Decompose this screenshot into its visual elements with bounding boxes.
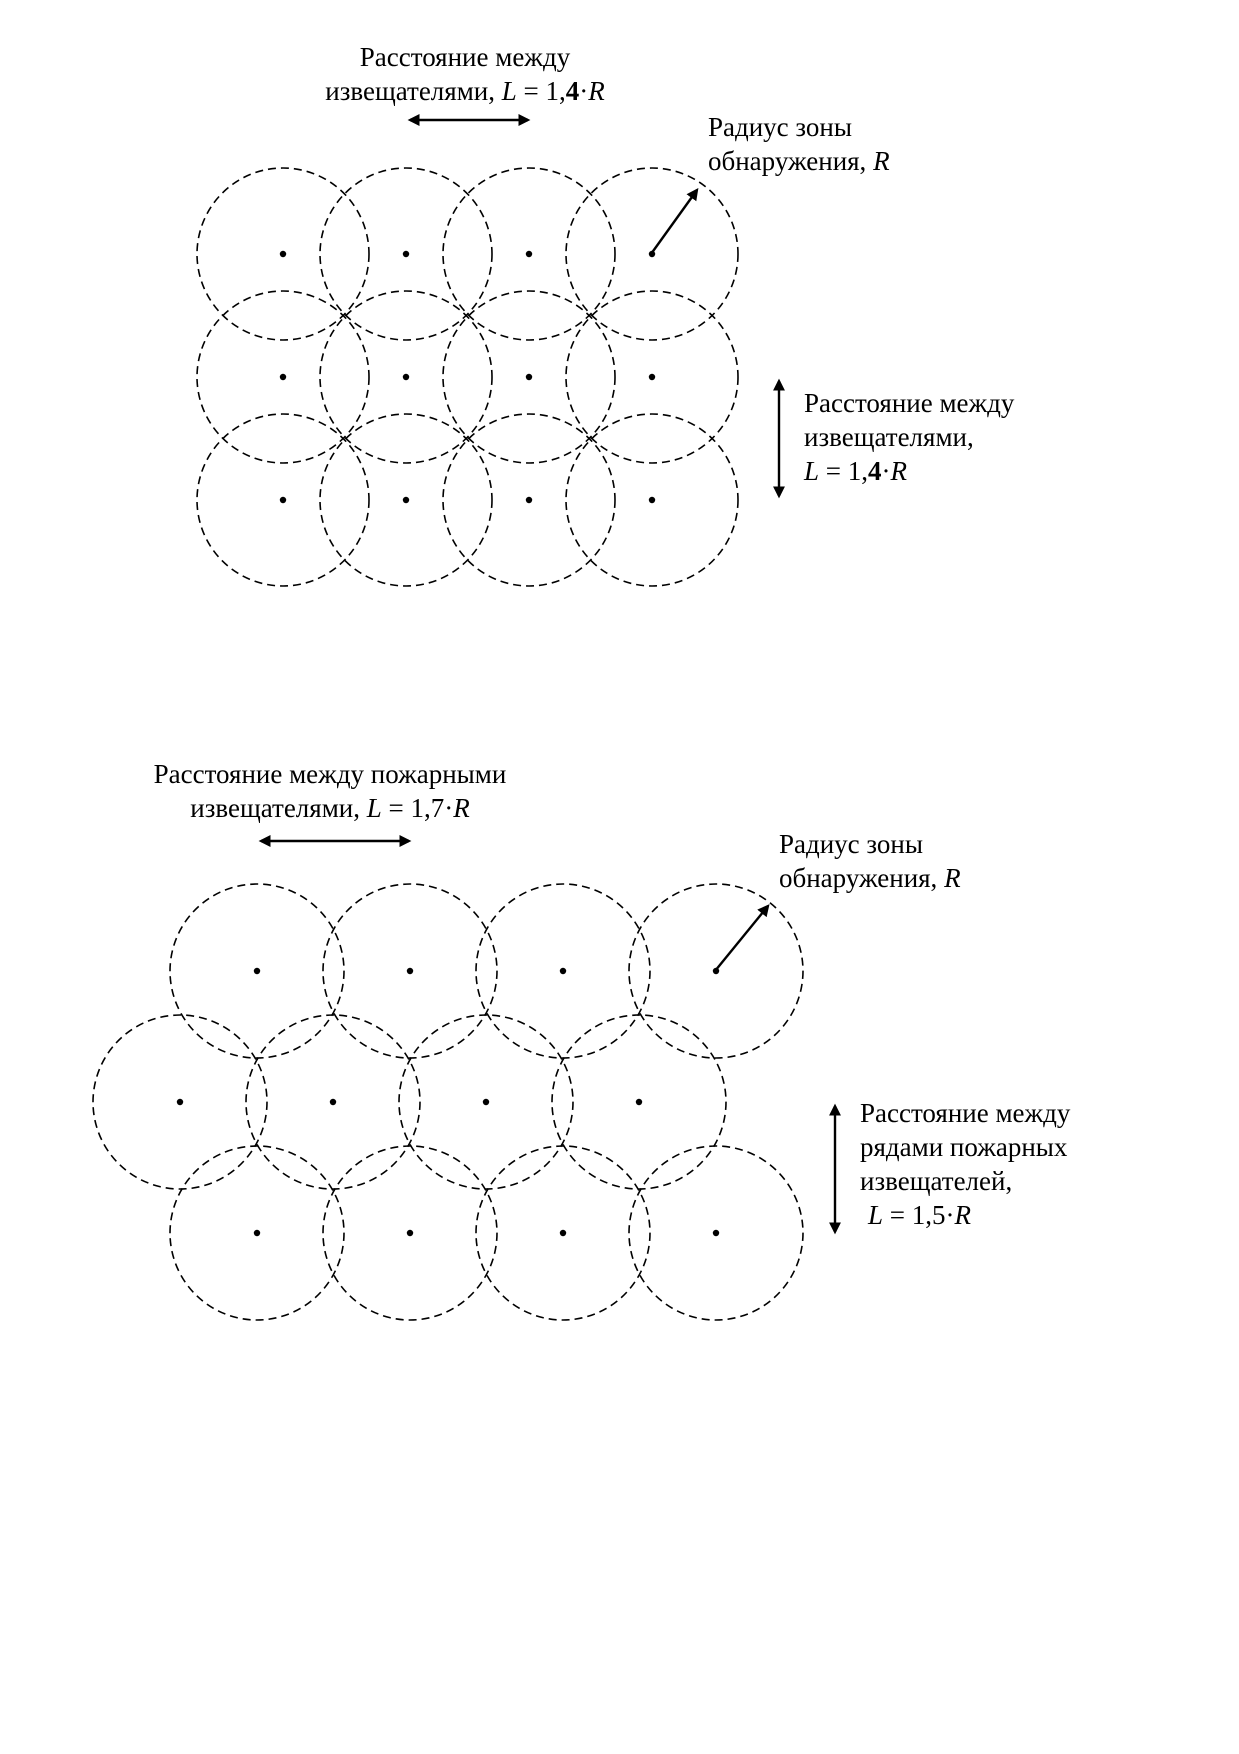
radius-arrow-1 xyxy=(650,188,699,255)
detection-zone-circle xyxy=(475,883,651,1059)
var-l: L xyxy=(501,76,517,106)
multiply-dot: · xyxy=(881,456,891,486)
detection-zone-circle xyxy=(565,167,739,341)
var-r: R xyxy=(954,1200,972,1230)
staggered-grid-diagram xyxy=(92,883,804,1321)
label-text: извещателями, xyxy=(325,76,502,106)
detector-point xyxy=(176,1098,184,1106)
detector-point xyxy=(559,967,567,975)
detector-point xyxy=(525,250,533,258)
detection-zone-circle xyxy=(319,290,493,464)
label-text: = 1,7· xyxy=(381,793,454,823)
square-grid-diagram xyxy=(196,167,739,587)
detection-zone-circle xyxy=(442,413,616,587)
var-l: L xyxy=(366,793,382,823)
label-line: обнаружения, R xyxy=(779,861,961,895)
var-r: R xyxy=(944,863,961,893)
label-text: = 1, xyxy=(516,76,566,106)
detection-zone-circle xyxy=(169,883,345,1059)
detection-zone-circle xyxy=(92,1014,268,1190)
detector-point xyxy=(402,496,410,504)
label-line: Радиус зоны xyxy=(708,112,853,142)
detector-point xyxy=(279,373,287,381)
detection-zone-circle xyxy=(565,290,739,464)
coefficient: 4 xyxy=(565,76,580,106)
detector-point xyxy=(648,373,656,381)
horizontal-spacing-label-2: Расстояние между пожарными извещателями,… xyxy=(120,757,540,825)
detection-zone-circle xyxy=(169,1145,345,1321)
detection-zone-circle xyxy=(442,290,616,464)
detector-point xyxy=(402,373,410,381)
label-line: Расстояние между xyxy=(804,388,1015,418)
detection-zone-circle xyxy=(319,413,493,587)
coefficient: 4 xyxy=(868,456,882,486)
vertical-spacing-label-1: Расстояние между извещателями, L = 1,4·R xyxy=(804,386,1014,488)
detection-zone-circle xyxy=(245,1014,421,1190)
label-line: извещателями, L = 1,4·R xyxy=(305,74,625,108)
detector-point xyxy=(279,496,287,504)
detector-point xyxy=(559,1229,567,1237)
detection-zone-circle xyxy=(196,413,370,587)
detector-point xyxy=(525,373,533,381)
label-line: Расстояние между пожарными xyxy=(153,759,507,789)
label-line: извещателями, xyxy=(804,422,974,452)
radius-label-2: Радиус зоны обнаружения, R xyxy=(779,827,961,895)
detector-point xyxy=(279,250,287,258)
detection-zone-circle xyxy=(442,167,616,341)
vertical-spacing-label-2: Расстояние между рядами пожарных извещат… xyxy=(860,1096,1070,1232)
label-line: извещателями, L = 1,7·R xyxy=(120,791,540,825)
detection-zone-circle xyxy=(565,413,739,587)
detection-zone-circle xyxy=(628,1145,804,1321)
var-l: L xyxy=(868,1200,884,1230)
detector-point xyxy=(253,967,261,975)
detection-zone-circle xyxy=(551,1014,727,1190)
detector-point xyxy=(329,1098,337,1106)
detection-zone-circle xyxy=(196,290,370,464)
detector-point xyxy=(402,250,410,258)
label-text: обнаружения, xyxy=(779,863,945,893)
label-text: обнаружения, xyxy=(708,146,874,176)
var-r: R xyxy=(588,76,605,106)
detection-zone-circle xyxy=(322,1145,498,1321)
radius-arrow-2 xyxy=(714,904,770,972)
label-line: Радиус зоны xyxy=(779,829,924,859)
label-text: = 1,5· xyxy=(883,1200,955,1230)
var-r: R xyxy=(873,146,890,176)
detector-point xyxy=(253,1229,261,1237)
detector-point xyxy=(525,496,533,504)
detection-zone-circle xyxy=(196,167,370,341)
radius-label-1: Радиус зоны обнаружения, R xyxy=(708,110,890,178)
detector-point xyxy=(406,1229,414,1237)
detector-point xyxy=(406,967,414,975)
var-r: R xyxy=(453,793,470,823)
detection-zone-circle xyxy=(628,883,804,1059)
var-r: R xyxy=(890,456,908,486)
detector-point xyxy=(648,496,656,504)
label-line: обнаружения, R xyxy=(708,144,890,178)
horizontal-spacing-label-1: Расстояние между извещателями, L = 1,4·R xyxy=(305,40,625,108)
detection-zone-circle xyxy=(398,1014,574,1190)
label-line: L = 1,4·R xyxy=(804,454,1014,488)
multiply-dot: · xyxy=(579,76,589,106)
label-line: L = 1,5·R xyxy=(860,1198,1070,1232)
label-line: Расстояние между xyxy=(359,42,571,72)
label-line: рядами пожарных xyxy=(860,1132,1068,1162)
detection-zone-circle xyxy=(319,167,493,341)
detection-zone-circle xyxy=(322,883,498,1059)
detector-point xyxy=(635,1098,643,1106)
var-l: L xyxy=(804,456,820,486)
detector-point xyxy=(482,1098,490,1106)
detector-point xyxy=(712,1229,720,1237)
label-line: Расстояние между xyxy=(860,1098,1071,1128)
label-line: извещателей, xyxy=(860,1166,1013,1196)
label-text: = 1, xyxy=(819,456,869,486)
detection-zone-circle xyxy=(475,1145,651,1321)
label-text: извещателями, xyxy=(190,793,367,823)
